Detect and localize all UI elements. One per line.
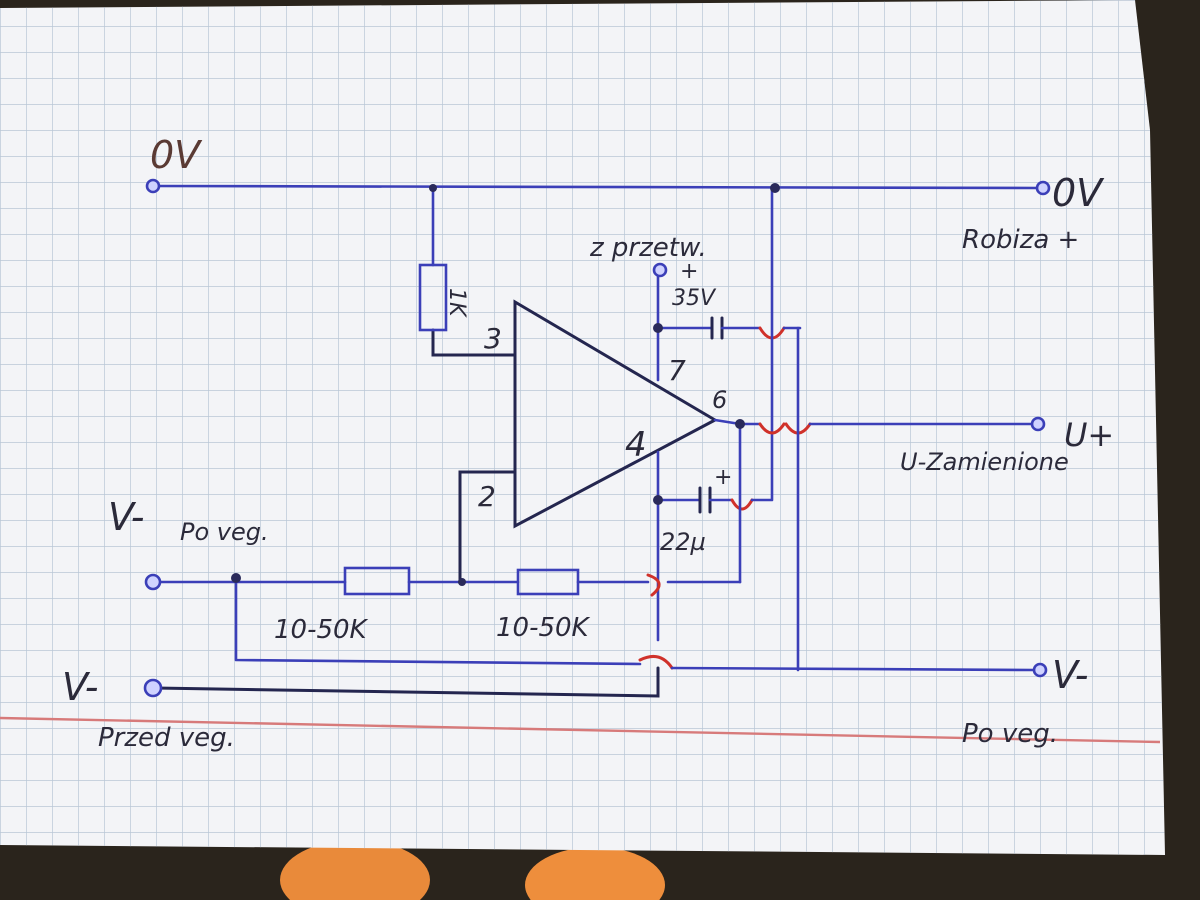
junction-pin7 [653, 323, 663, 333]
terminal-u-plus [1030, 416, 1046, 432]
crossover-r2 [646, 573, 661, 597]
terminal-0v-left [145, 178, 161, 194]
wire-pin2 [458, 470, 517, 584]
wire-vprzed [153, 666, 660, 698]
junction-vpo [231, 573, 241, 583]
label-r2: 10-50K [496, 613, 591, 643]
terminal-35v [652, 262, 668, 278]
label-cap-top-plus: + [680, 259, 698, 284]
grid-pattern [0, 0, 1165, 855]
wire-0v-rail [153, 184, 1042, 190]
label-0v-right: 0V [1052, 171, 1105, 215]
label-przed-veg: Przed veg. [98, 723, 235, 753]
label-v-minus-po: V- [108, 495, 144, 539]
junction-1k [429, 184, 437, 192]
flower-right [525, 847, 665, 900]
wire-vpo-rail [234, 580, 642, 666]
opamp-triangle [513, 299, 719, 529]
terminal-v-right [1032, 662, 1048, 678]
label-1k: 1K [444, 288, 469, 318]
label-u-plus: U+ [1064, 416, 1114, 454]
resistor-1k [418, 263, 448, 332]
label-pin6: 6 [712, 386, 727, 414]
wire-vminus-right [670, 666, 1037, 672]
label-pin2: 2 [478, 480, 496, 513]
crossover-bottom [730, 498, 754, 511]
crossover-out-1 [758, 422, 786, 435]
junction-pin4 [653, 495, 663, 505]
junction-pin6 [735, 419, 745, 429]
label-v-minus-przed: V- [62, 665, 98, 709]
label-po-veg-left: Po veg. [180, 518, 269, 546]
label-po-veg-right: Po veg. [962, 719, 1058, 749]
label-z-przetw: z przetw. [589, 233, 707, 263]
label-cap-bot-plus: + [714, 465, 732, 490]
junction-pin2 [458, 578, 466, 586]
label-pin3: 3 [484, 322, 502, 355]
resistor-r1 [343, 566, 411, 596]
terminal-v-przed [143, 678, 163, 698]
label-u-zamienione: U-Zamienione [900, 448, 1069, 476]
label-robiza: Robiza + [962, 225, 1079, 255]
terminal-v-po [144, 573, 162, 591]
wire-0v-drop [750, 186, 774, 502]
label-pin7: 7 [668, 354, 686, 387]
margin-line [0, 716, 1161, 744]
label-35v: 35V [672, 286, 717, 311]
label-22u: 22µ [660, 528, 706, 556]
label-0v-left: 0V [150, 133, 203, 177]
wire-pin3 [431, 328, 517, 357]
resistor-r2 [516, 568, 580, 596]
flower-left [280, 840, 430, 900]
junction-0v-right [770, 183, 780, 193]
label-v-minus-right: V- [1052, 653, 1088, 697]
label-pin4: 4 [625, 425, 647, 465]
label-r1: 10-50K [274, 615, 369, 645]
terminal-0v-right [1035, 180, 1051, 196]
crossover-vminus [638, 654, 674, 670]
